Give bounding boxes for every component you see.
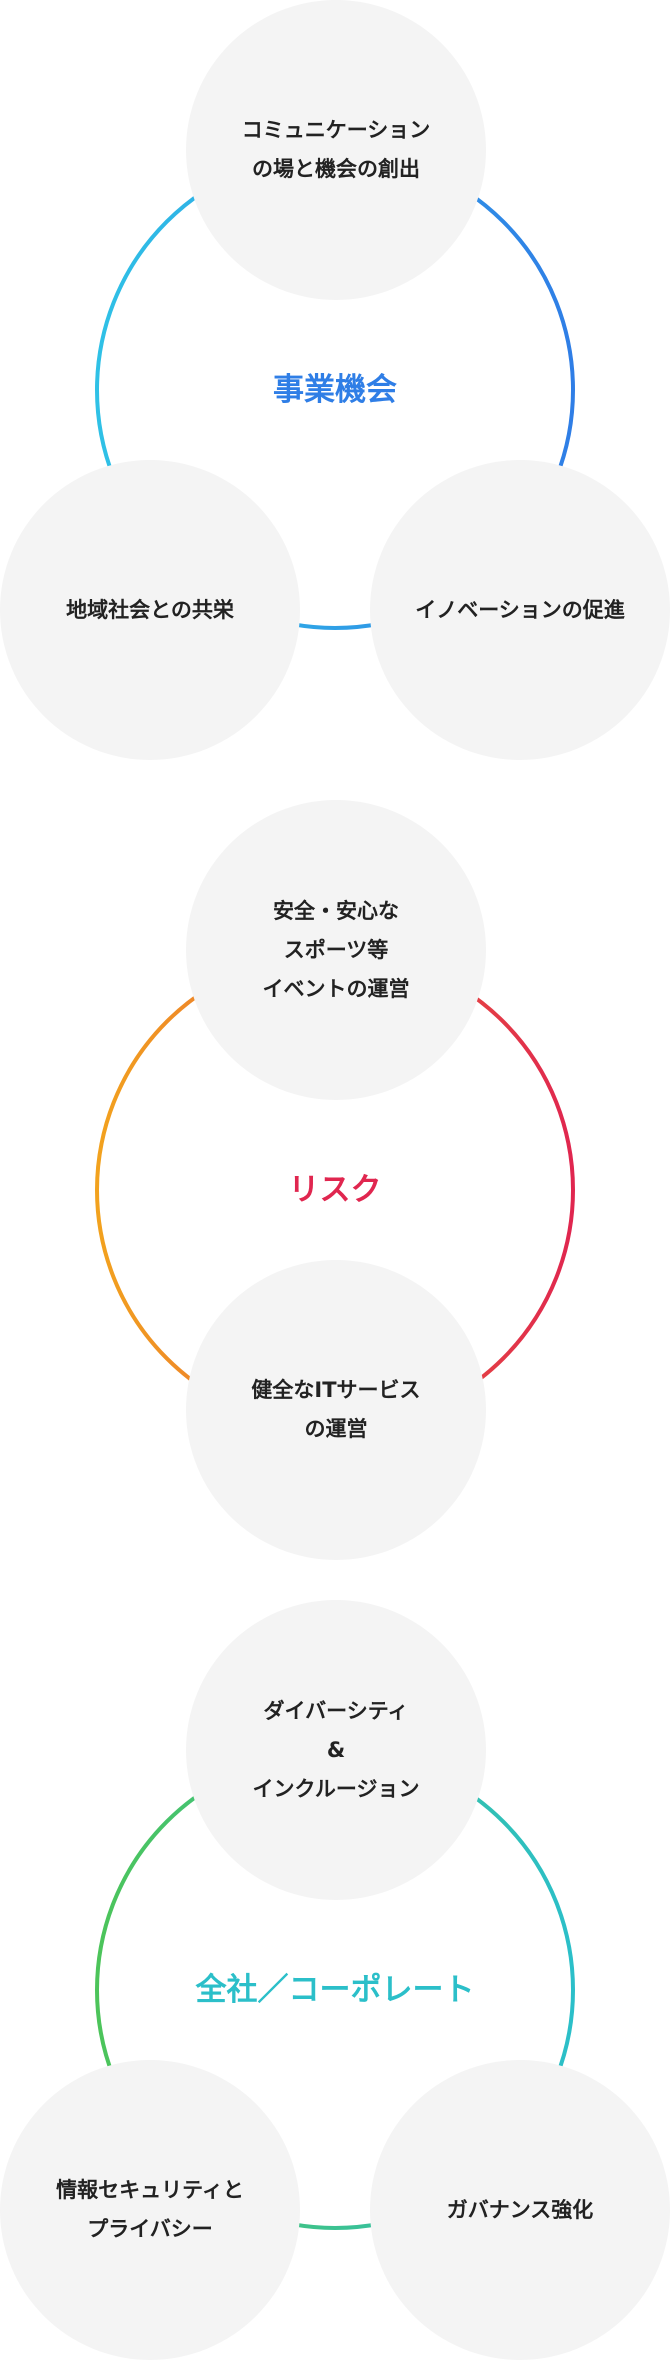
risk-diagram: リスク 安全・安心な スポーツ等 イベントの運営 健全なITサービス の運営 bbox=[0, 800, 670, 1580]
diagram-title: 事業機会 bbox=[273, 372, 397, 408]
node-label: イノベーションの促進 bbox=[415, 597, 625, 622]
node-label: 地域社会との共栄 bbox=[66, 597, 234, 622]
node-security-privacy: 情報セキュリティと プライバシー bbox=[0, 2060, 300, 2360]
node-governance: ガバナンス強化 bbox=[370, 2060, 670, 2360]
node-community: 地域社会との共栄 bbox=[0, 460, 300, 760]
node-label: ダイバーシティ & インクルージョン bbox=[252, 1698, 420, 1801]
node-diversity: ダイバーシティ & インクルージョン bbox=[186, 1600, 486, 1900]
diagram-title: 全社／コーポレート bbox=[195, 1972, 475, 2008]
node-it-services: 健全なITサービス の運営 bbox=[186, 1260, 486, 1560]
node-label: ガバナンス強化 bbox=[446, 2197, 594, 2222]
node-label: 安全・安心な スポーツ等 イベントの運営 bbox=[262, 898, 410, 1001]
node-label: コミュニケーション の場と機会の創出 bbox=[241, 118, 431, 181]
node-label: 情報セキュリティと プライバシー bbox=[56, 2178, 244, 2241]
node-label: 健全なITサービス の運営 bbox=[251, 1378, 421, 1441]
node-communication: コミュニケーション の場と機会の創出 bbox=[186, 0, 486, 300]
corporate-diagram: 全社／コーポレート ダイバーシティ & インクルージョン 情報セキュリティと プ… bbox=[0, 1600, 670, 2380]
node-safe-events: 安全・安心な スポーツ等 イベントの運営 bbox=[186, 800, 486, 1100]
diagram-title: リスク bbox=[288, 1172, 382, 1208]
business-opportunity-diagram: 事業機会 コミュニケーション の場と機会の創出 地域社会との共栄 イノベーション… bbox=[0, 0, 670, 780]
node-innovation: イノベーションの促進 bbox=[370, 460, 670, 760]
